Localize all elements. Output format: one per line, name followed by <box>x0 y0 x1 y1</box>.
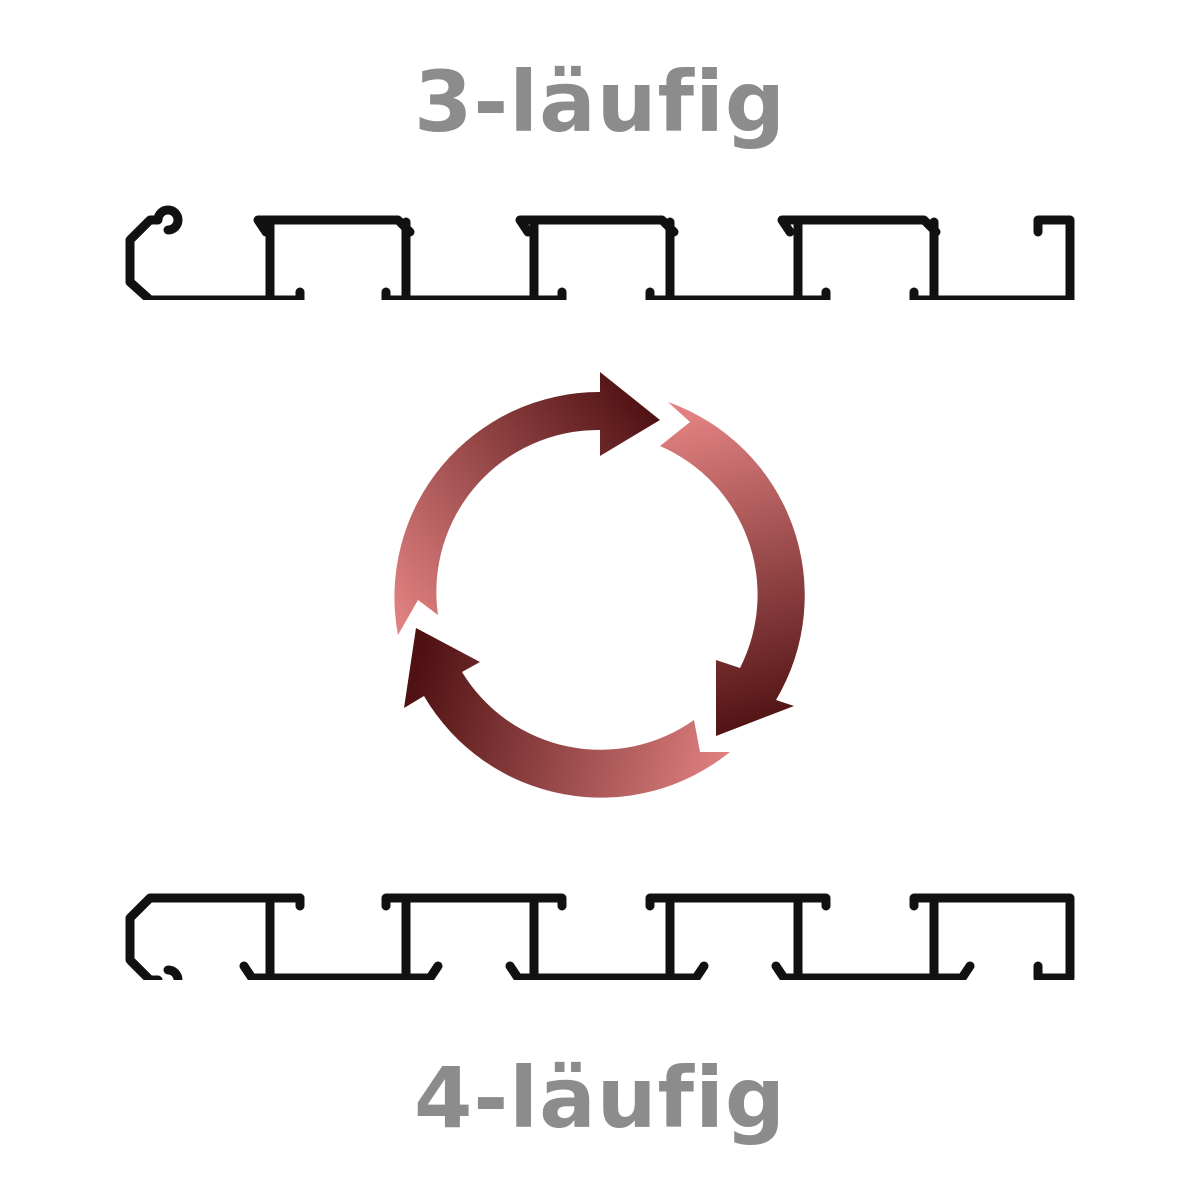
profile-top-lips <box>253 215 941 237</box>
cycle-arrow-top <box>394 372 660 635</box>
cycle-arrow-right <box>660 402 805 736</box>
profile-webs <box>265 217 939 300</box>
title-4-laeufig: 4-läufig <box>413 1049 787 1147</box>
circular-arrows-icon <box>394 372 805 798</box>
profile-bottom-lips <box>239 961 975 980</box>
profile-top-wall <box>295 893 1075 980</box>
cycle-arrow-bottom <box>404 628 730 798</box>
title-3-laeufig: 3-läufig <box>413 53 787 151</box>
rail-profile-4-track <box>125 893 1075 980</box>
profile-left-end <box>125 205 305 300</box>
rail-profile-3-track <box>125 205 1075 300</box>
profile-webs <box>265 893 939 980</box>
profile-left-end <box>125 893 305 980</box>
profile-bottom-wall <box>295 215 1075 300</box>
